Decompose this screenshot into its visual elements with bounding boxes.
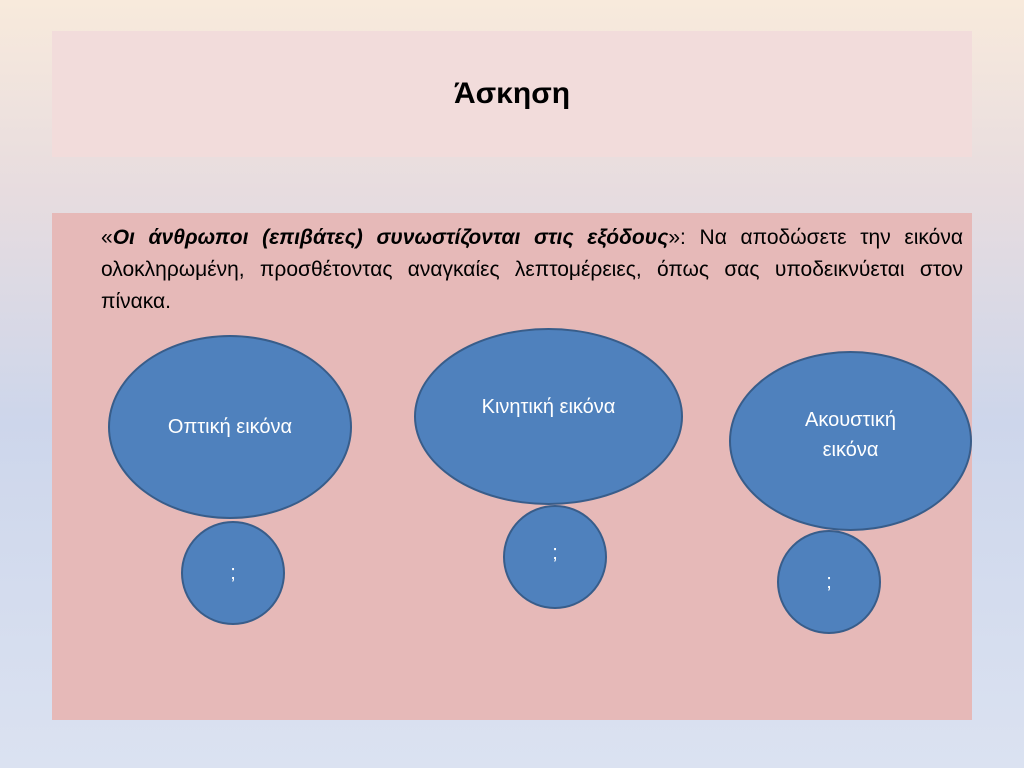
node-acoustic-answer-label: ; (826, 571, 832, 593)
node-kinetic-image: Κινητική εικόνα (414, 328, 683, 505)
node-acoustic-label: Ακουστική εικόνα (805, 409, 896, 461)
quoted-phrase: Οι άνθρωποι (επιβάτες) συνωστίζονται στι… (112, 226, 669, 249)
node-acoustic-image: Ακουστική εικόνα (729, 351, 972, 531)
node-kinetic-answer: ; (503, 505, 607, 609)
instruction-rest: : Να αποδώσετε την εικόνα ολοκληρωμένη, … (101, 226, 963, 313)
node-optical-answer: ; (181, 521, 285, 625)
title-box: Άσκηση (52, 31, 972, 157)
instruction-text: «Οι άνθρωποι (επιβάτες) συνωστίζονται στ… (101, 222, 963, 318)
open-quote: « (101, 226, 113, 249)
node-optical-label: Οπτική εικόνα (167, 416, 293, 438)
node-kinetic-answer-label: ; (552, 542, 558, 564)
node-optical-image: Οπτική εικόνα (108, 335, 352, 519)
slide-title: Άσκηση (453, 77, 571, 110)
close-quote: » (668, 226, 681, 249)
node-optical-answer-label: ; (230, 562, 236, 584)
node-acoustic-answer: ; (777, 530, 881, 634)
node-kinetic-label: Κινητική εικόνα (481, 395, 616, 418)
